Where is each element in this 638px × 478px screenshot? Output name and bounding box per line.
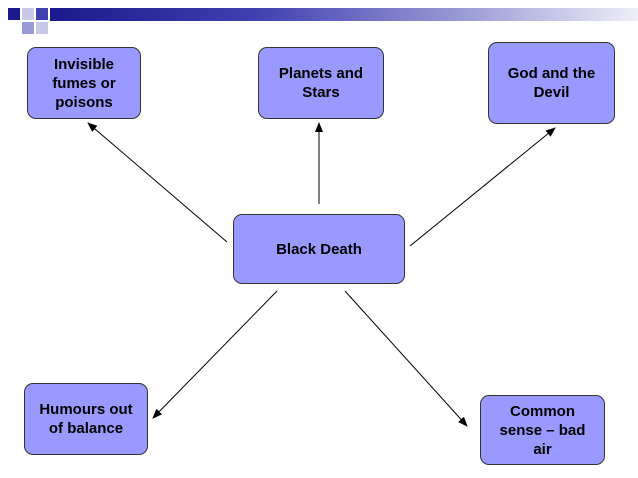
- node-invisible-fumes: Invisible fumes or poisons: [27, 47, 141, 119]
- center-label: Black Death: [276, 240, 362, 258]
- arrow-to-humours: [152, 290, 278, 419]
- slide-header-decoration: [8, 8, 638, 34]
- header-gradient-strip: [50, 8, 638, 21]
- node-god-devil: God and the Devil: [488, 42, 615, 124]
- node-label: Common sense – bad air: [499, 402, 586, 458]
- node-label: Humours out of balance: [39, 401, 133, 437]
- node-humours: Humours out of balance: [24, 383, 148, 455]
- node-common-sense: Common sense – bad air: [480, 395, 605, 465]
- node-label: Planets and Stars: [278, 65, 364, 101]
- node-black-death: Black Death: [233, 214, 405, 284]
- arrow-to-invisible-fumes: [87, 122, 228, 243]
- header-square: [36, 22, 48, 34]
- header-square: [36, 8, 48, 20]
- node-label: Invisible fumes or poisons: [52, 55, 116, 111]
- node-planets-stars: Planets and Stars: [258, 47, 384, 119]
- header-square: [8, 8, 20, 20]
- arrow-to-common-sense: [344, 290, 468, 427]
- header-square: [22, 22, 34, 34]
- node-label: God and the Devil: [507, 65, 596, 101]
- header-square: [22, 8, 34, 20]
- arrow-to-god-devil: [409, 127, 556, 247]
